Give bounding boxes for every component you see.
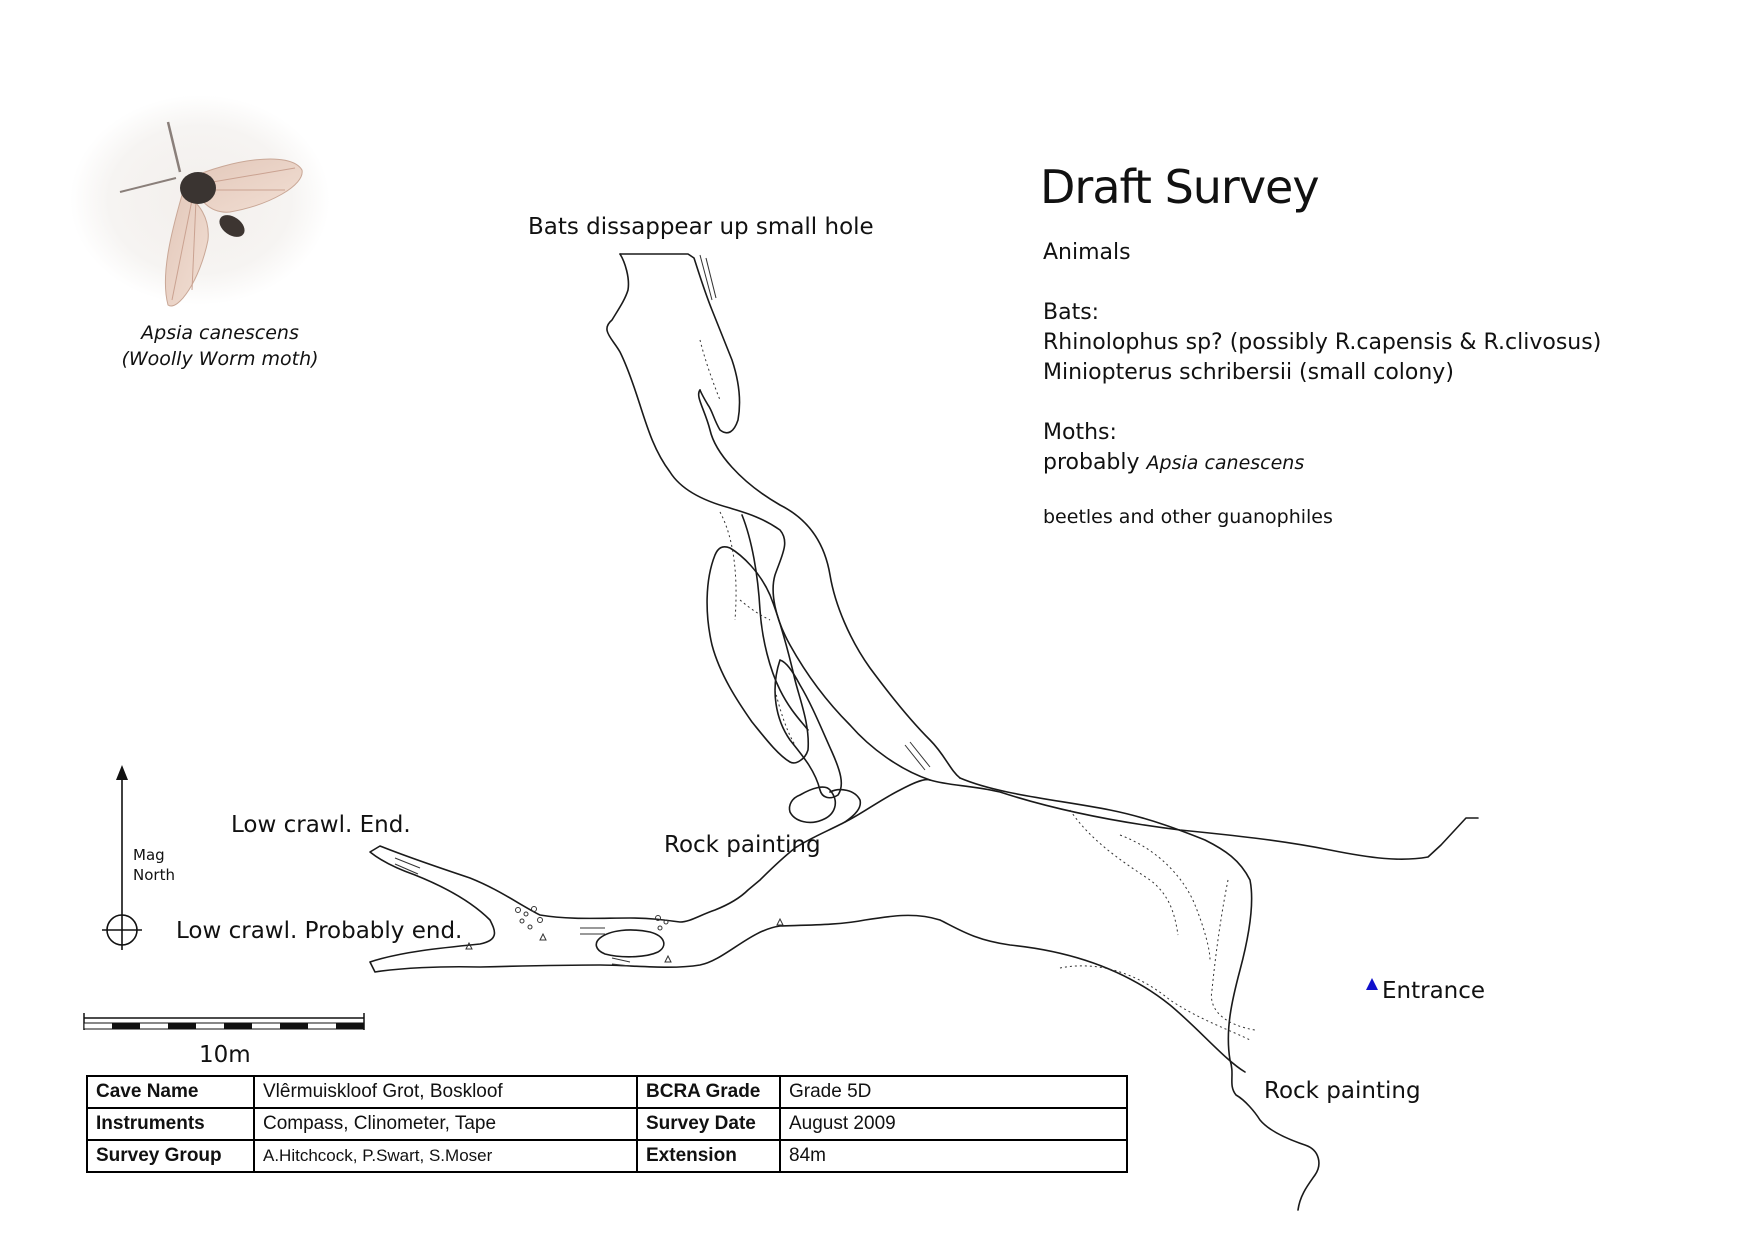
hachure-east-1 [1069, 809, 1179, 936]
slope-mark-7 [699, 254, 713, 301]
slope-mark-10 [909, 741, 931, 768]
moths-species: Apsia canescens [1146, 452, 1305, 474]
table-val-extension: 84m [779, 1139, 1128, 1173]
moths-prefix: probably [1043, 450, 1140, 475]
bats-species-2: Miniopterus schribersii (small colony) [1043, 360, 1454, 385]
label-rock-painting-outer: Rock painting [1264, 1078, 1421, 1104]
moth-photo [70, 95, 330, 307]
boulder-2 [523, 911, 529, 917]
table-row: Cave Name Vlêrmuiskloof Grot, Boskloof B… [86, 1075, 1128, 1109]
table-val-cave-name: Vlêrmuiskloof Grot, Boskloof [253, 1075, 638, 1109]
label-rock-painting-inner: Rock painting [664, 832, 821, 858]
page-title: Draft Survey [1040, 160, 1320, 214]
boulder-4 [519, 918, 525, 924]
label-low-crawl-end: Low crawl. End. [231, 812, 411, 838]
cave-outline-pillar-inner [706, 546, 810, 764]
bats-heading: Bats: [1043, 300, 1100, 325]
table-val-survey-group: A.Hitchcock, P.Swart, S.Moser [253, 1139, 638, 1173]
boulder-5 [537, 917, 543, 923]
scale-label: 10m [199, 1042, 251, 1068]
cave-outline-upper-tip [619, 253, 741, 434]
rock-marker-1 [465, 941, 473, 950]
moth-caption-common: (Woolly Worm moth) [121, 348, 319, 370]
other-animals: beetles and other guanophiles [1043, 506, 1333, 528]
moths-line: probably Apsia canescens [1043, 450, 1304, 475]
table-val-survey-date: August 2009 [779, 1107, 1128, 1141]
cave-outline-rock-island [788, 786, 837, 824]
table-key-survey-date: Survey Date [636, 1107, 781, 1141]
slope-mark-9 [904, 744, 926, 771]
cave-outline-connector [844, 778, 931, 823]
slope-mark-8 [705, 257, 717, 299]
boulder-7 [655, 915, 661, 921]
label-entrance: Entrance [1382, 978, 1486, 1004]
label-low-crawl-probably-end: Low crawl. Probably end. [176, 918, 463, 944]
scale-bar [83, 1013, 365, 1030]
cave-outline-side-lobe [774, 659, 843, 799]
bats-species-1: Rhinolophus sp? (possibly R.capensis & R… [1043, 330, 1602, 355]
table-key-extension: Extension [636, 1139, 781, 1173]
north-label-north: North [133, 866, 175, 884]
slope-mark-5 [611, 957, 631, 963]
table-key-instruments: Instruments [86, 1107, 255, 1141]
label-bats-hole: Bats dissappear up small hole [528, 214, 874, 240]
table-row: Instruments Compass, Clinometer, Tape Su… [86, 1107, 1128, 1141]
table-val-instruments: Compass, Clinometer, Tape [253, 1107, 638, 1141]
slope-mark-6 [611, 963, 631, 967]
boulder-6 [527, 924, 533, 930]
boulder-8 [663, 919, 669, 925]
hachure-north-2 [699, 339, 721, 401]
survey-info-table: Cave Name Vlêrmuiskloof Grot, Boskloof B… [86, 1075, 1128, 1173]
rock-marker-3 [664, 954, 672, 963]
boulder-1 [515, 907, 521, 913]
slope-mark-1 [394, 857, 421, 869]
hachure-loop [739, 599, 771, 621]
table-key-cave-name: Cave Name [86, 1075, 255, 1109]
table-val-bcra-grade: Grade 5D [779, 1075, 1128, 1109]
north-label-mag: Mag [133, 846, 165, 864]
cave-outline-south-wall [369, 788, 1246, 1073]
cave-outline-upper-loop [741, 514, 809, 731]
boulder-3 [531, 906, 537, 912]
cave-outline-inner-wall [697, 389, 961, 779]
hachure-north [719, 511, 737, 621]
hachure-center [774, 689, 796, 746]
moth-caption-species: Apsia canescens [141, 322, 299, 344]
cave-outline-oval-chamber [595, 929, 665, 958]
hachure-east-2 [1119, 834, 1211, 961]
moths-heading: Moths: [1043, 420, 1117, 445]
rock-marker-4 [776, 917, 784, 926]
north-arrow-icon [102, 765, 142, 950]
table-row: Survey Group A.Hitchcock, P.Swart, S.Mos… [86, 1139, 1128, 1173]
animals-heading: Animals [1043, 240, 1131, 265]
table-key-survey-group: Survey Group [86, 1139, 255, 1173]
cave-outline-east-passage [959, 777, 1320, 1211]
boulder-9 [657, 925, 663, 931]
hachure-south [1059, 965, 1251, 1041]
rock-marker-2 [539, 932, 547, 941]
entrance-marker-icon [1366, 978, 1378, 990]
table-key-bcra-grade: BCRA Grade [636, 1075, 781, 1109]
slope-mark-2 [394, 863, 419, 875]
hachure-east-3 [1210, 879, 1256, 1031]
